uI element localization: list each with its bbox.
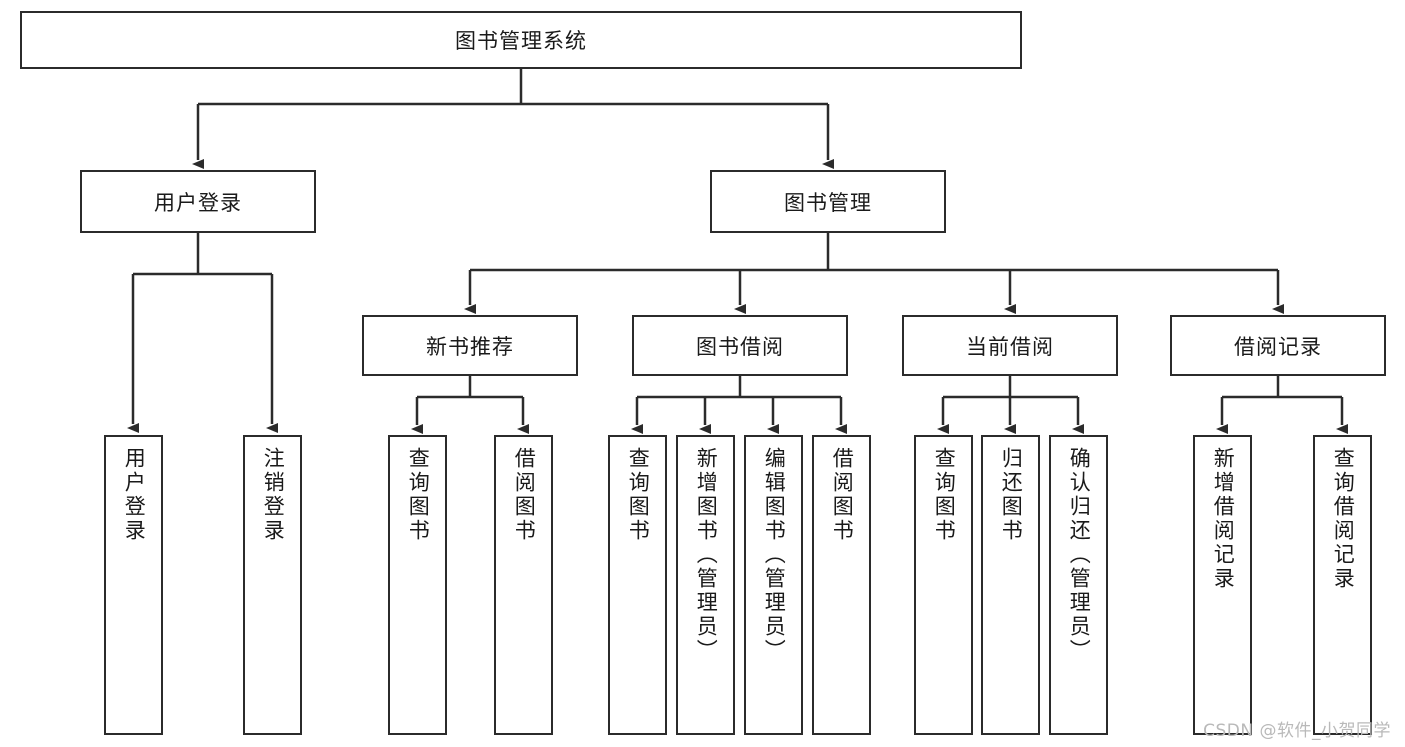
node-new-book-rec-label: 新书推荐 <box>426 334 514 359</box>
node-new-book-rec[interactable]: 新书推荐 <box>362 315 578 376</box>
node-current-borrow[interactable]: 当前借阅 <box>902 315 1118 376</box>
leaf-borrow-query-book-label: 查询图书 <box>626 447 651 543</box>
leaf-current-confirm-return-label: 确认归还（管理员） <box>1067 447 1092 663</box>
node-borrow-record[interactable]: 借阅记录 <box>1170 315 1386 376</box>
node-user-login[interactable]: 用户登录 <box>80 170 316 233</box>
watermark: CSDN @软件_小贺同学 <box>1203 721 1391 741</box>
leaf-user-logout-label: 注销登录 <box>261 447 286 543</box>
leaf-borrow-add-book-label: 新增图书（管理员） <box>694 447 719 663</box>
leaf-user-login[interactable]: 用户登录 <box>104 435 163 735</box>
leaf-borrow-edit-book[interactable]: 编辑图书（管理员） <box>744 435 803 735</box>
leaf-record-add[interactable]: 新增借阅记录 <box>1193 435 1252 735</box>
leaf-record-add-label: 新增借阅记录 <box>1211 447 1236 591</box>
leaf-rec-query-book-label: 查询图书 <box>406 447 431 543</box>
leaf-current-query-book-label: 查询图书 <box>932 447 957 543</box>
node-borrow-record-label: 借阅记录 <box>1234 334 1322 359</box>
leaf-current-confirm-return[interactable]: 确认归还（管理员） <box>1049 435 1108 735</box>
leaf-borrow-edit-book-label: 编辑图书（管理员） <box>762 447 787 663</box>
leaf-borrow-do-book-label: 借阅图书 <box>830 447 855 543</box>
node-book-borrow[interactable]: 图书借阅 <box>632 315 848 376</box>
node-current-borrow-label: 当前借阅 <box>966 334 1054 359</box>
leaf-record-search-label: 查询借阅记录 <box>1331 447 1356 591</box>
leaf-borrow-add-book[interactable]: 新增图书（管理员） <box>676 435 735 735</box>
leaf-current-return-book[interactable]: 归还图书 <box>981 435 1040 735</box>
leaf-rec-borrow-book[interactable]: 借阅图书 <box>494 435 553 735</box>
node-user-login-label: 用户登录 <box>154 190 242 215</box>
leaf-borrow-query-book[interactable]: 查询图书 <box>608 435 667 735</box>
leaf-current-query-book[interactable]: 查询图书 <box>914 435 973 735</box>
node-book-borrow-label: 图书借阅 <box>696 334 784 359</box>
leaf-user-logout[interactable]: 注销登录 <box>243 435 302 735</box>
leaf-user-login-label: 用户登录 <box>122 447 147 543</box>
leaf-borrow-do-book[interactable]: 借阅图书 <box>812 435 871 735</box>
leaf-rec-query-book[interactable]: 查询图书 <box>388 435 447 735</box>
leaf-current-return-book-label: 归还图书 <box>999 447 1024 543</box>
node-root-label: 图书管理系统 <box>455 29 587 53</box>
node-root[interactable]: 图书管理系统 <box>20 11 1022 69</box>
node-book-manage-label: 图书管理 <box>784 190 872 215</box>
leaf-rec-borrow-book-label: 借阅图书 <box>512 447 537 543</box>
node-book-manage[interactable]: 图书管理 <box>710 170 946 233</box>
leaf-record-search[interactable]: 查询借阅记录 <box>1313 435 1372 735</box>
